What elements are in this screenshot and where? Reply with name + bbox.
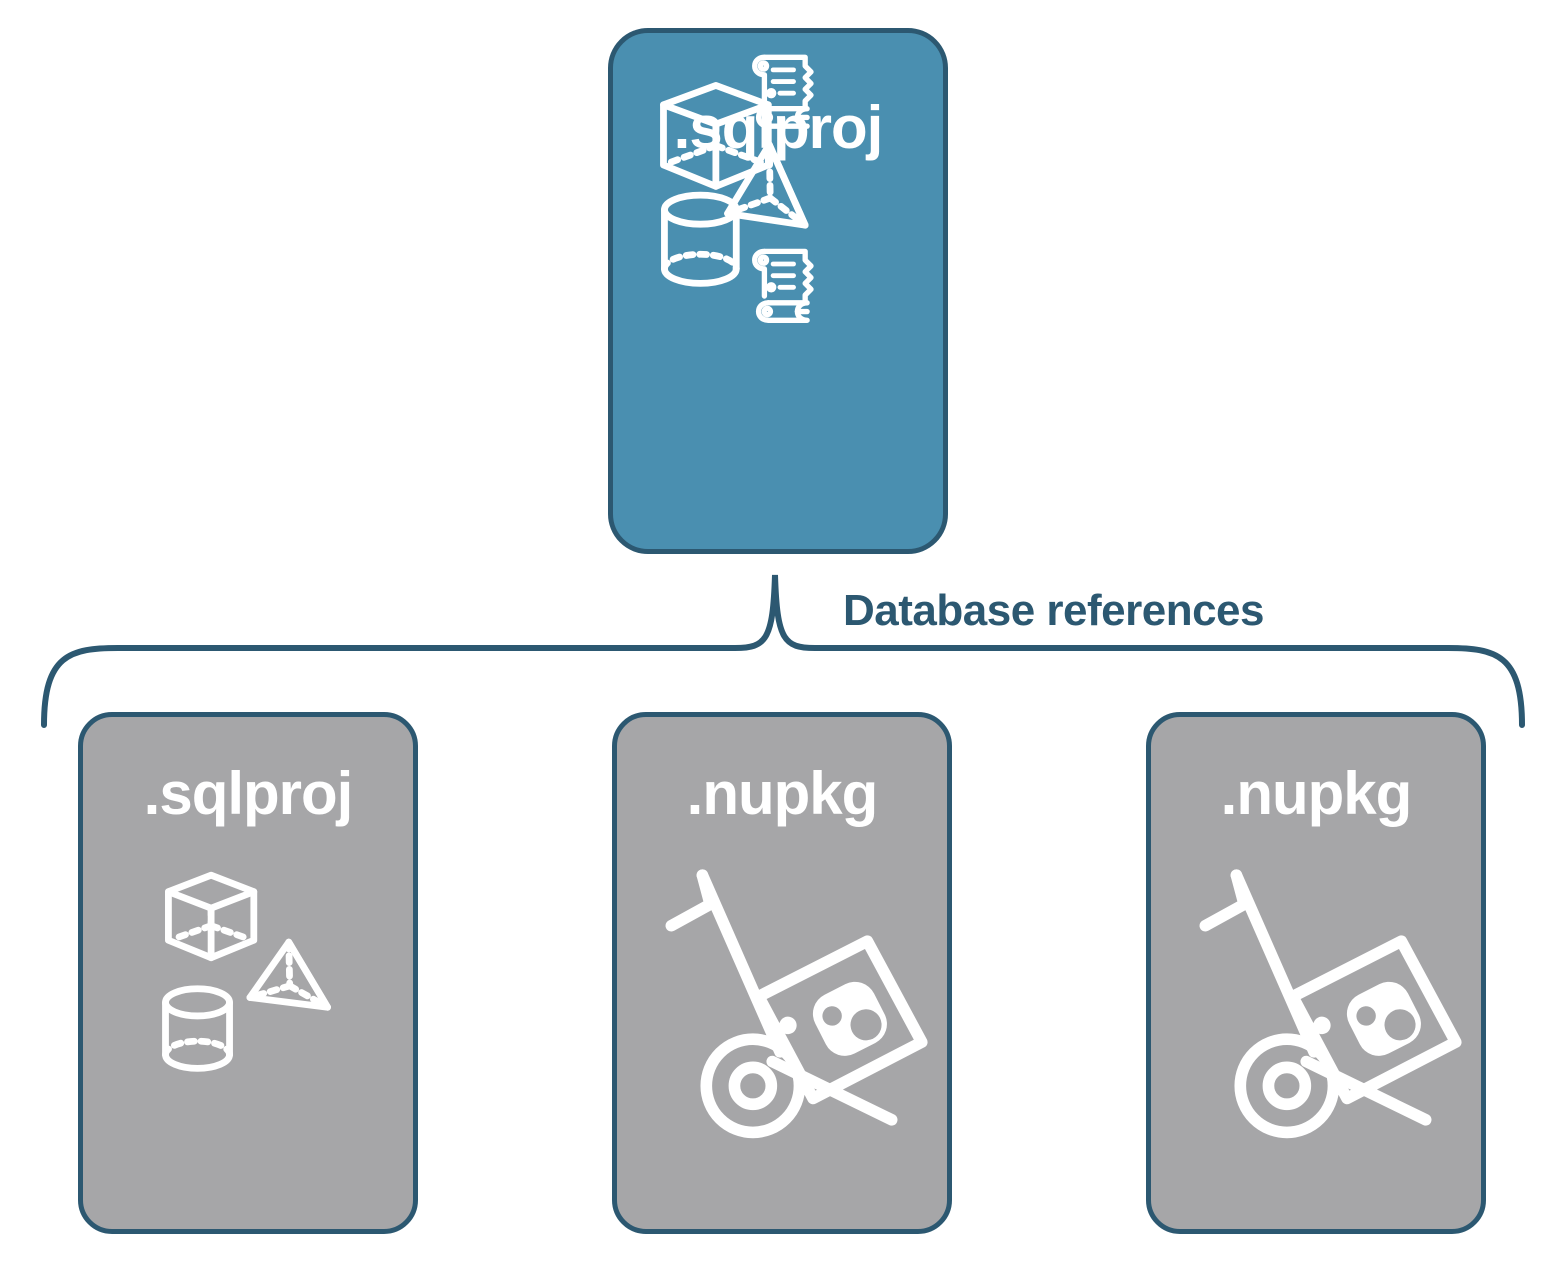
node-title: .nupkg (1220, 760, 1413, 827)
hand-truck-package-icon (1199, 869, 1462, 1126)
node-title: .sqlproj (143, 760, 354, 827)
cylinder-wireframe-icon (661, 191, 740, 287)
node-title: .nupkg (686, 760, 879, 827)
node-title: .sqlproj (673, 94, 884, 161)
nuget-glyph-icon (1313, 981, 1421, 1056)
node-reference-nupkg-2[interactable]: .nupkg (1146, 712, 1486, 1234)
scroll-script-icon (752, 248, 814, 323)
hand-truck-wheel-icon (1234, 1033, 1340, 1139)
hand-truck-package-icon (665, 869, 928, 1126)
pyramid-wireframe-icon (246, 938, 331, 1011)
brace-path (41, 574, 1525, 728)
cube-wireframe-icon (165, 871, 258, 962)
cylinder-wireframe-icon (162, 985, 233, 1072)
brace-label: Database references (843, 586, 1264, 635)
nuget-glyph-icon (779, 981, 887, 1056)
hand-truck-wheel-icon (700, 1033, 806, 1139)
node-reference-nupkg-1[interactable]: .nupkg (612, 712, 952, 1234)
nuget-glyph-holes (822, 1006, 882, 1041)
node-reference-sqlproj[interactable]: .sqlproj (78, 712, 418, 1234)
nuget-glyph-holes (1356, 1006, 1416, 1041)
node-sqlproj-root[interactable]: .sqlproj (608, 28, 948, 554)
